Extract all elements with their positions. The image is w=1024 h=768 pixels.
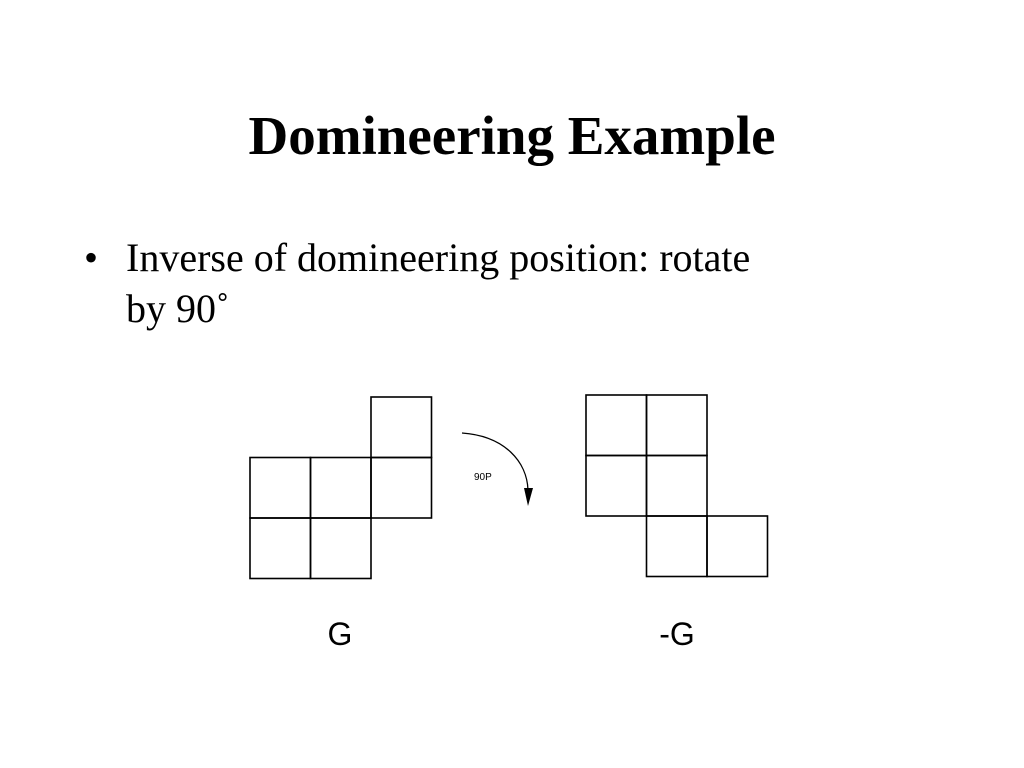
rotation-arrow-arc bbox=[461, 432, 529, 491]
board-cell bbox=[370, 396, 433, 459]
board-cell bbox=[370, 456, 433, 519]
board-cell bbox=[585, 394, 648, 457]
slide-title: Domineering Example bbox=[248, 105, 776, 166]
board-cell bbox=[249, 456, 312, 519]
board-cell bbox=[309, 517, 372, 580]
position-minus-g bbox=[585, 394, 769, 578]
rotation-label: 90P bbox=[474, 472, 492, 483]
board-cell bbox=[645, 394, 708, 457]
board-cell bbox=[645, 515, 708, 578]
position-minus-g-label: -G bbox=[659, 616, 695, 652]
position-g-label: G bbox=[328, 616, 353, 652]
board-cell bbox=[309, 456, 372, 519]
board-cell bbox=[249, 517, 312, 580]
board-cell bbox=[706, 515, 769, 578]
bullet-item: • Inverse of domineering position: rotat… bbox=[84, 232, 766, 334]
rotation-arrowhead bbox=[524, 488, 533, 506]
board-cell bbox=[585, 454, 648, 517]
bullet-list: • Inverse of domineering position: rotat… bbox=[84, 232, 766, 334]
bullet-text: Inverse of domineering position: rotate … bbox=[126, 235, 751, 331]
position-g bbox=[249, 396, 433, 580]
board-cell bbox=[645, 454, 708, 517]
bullet-marker: • bbox=[84, 235, 99, 280]
